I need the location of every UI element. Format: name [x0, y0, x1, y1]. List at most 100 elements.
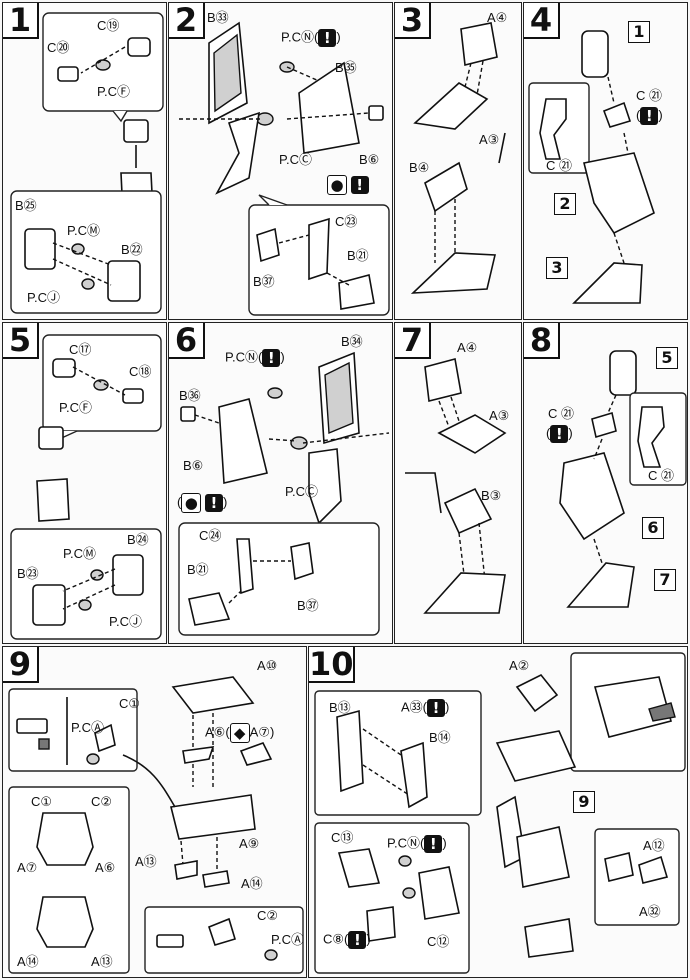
warning-icon: !	[318, 29, 337, 47]
label-b21: B㉑	[187, 562, 209, 577]
label-c1b: C①	[31, 794, 53, 809]
step-number: 4	[524, 3, 560, 39]
label-a13: A⑬	[135, 854, 157, 869]
label-c17: C⑰	[69, 342, 92, 357]
label-c1: C①	[119, 696, 141, 711]
label-pcm: P.CⓂ	[63, 546, 96, 561]
label-a10: A⑩	[257, 658, 278, 673]
step-number: 9	[3, 647, 39, 683]
warning-c21: (!)	[546, 425, 573, 443]
label-c21-inset: C ㉑	[546, 158, 573, 173]
label-a9: A⑨	[239, 836, 260, 851]
label-pcf: P.CⒻ	[97, 84, 130, 99]
label-c2: C②	[91, 794, 113, 809]
label-b14: B⑭	[429, 730, 451, 745]
label-pcj: P.CⒿ	[27, 290, 60, 305]
label-c24: C㉔	[199, 528, 222, 543]
label-b25: B㉕	[15, 198, 37, 213]
step-number: 8	[524, 323, 560, 359]
label-a4: A④	[487, 10, 508, 25]
label-b23: B㉓	[17, 566, 39, 581]
label-b36: B㊱	[179, 388, 201, 403]
label-b33: B㉝	[207, 10, 229, 25]
warning-icon: !	[262, 349, 281, 367]
label-a3: A③	[479, 132, 500, 147]
label-c23: C㉓	[335, 214, 358, 229]
label-b37: B㊲	[297, 598, 319, 613]
label-c12: C⑫	[427, 934, 450, 949]
ref-box-1: 1	[628, 21, 650, 43]
step-3-panel: 3 A④ A③ B④	[394, 2, 522, 320]
label-pcn: P.CⓃ(!)	[387, 835, 447, 853]
label-b3: B③	[481, 488, 502, 503]
step-1-panel: 1 C⑲ C⑳ P.CⒻ B㉕ P.CⓂ B㉒ P.CⒿ	[2, 2, 167, 320]
label-a12: A⑫	[643, 838, 665, 853]
label-a33: A㉝(!)	[401, 699, 450, 717]
warning-c21: (!)	[636, 107, 663, 125]
step-6-panel: 6 B㉞ P.CⓃ(!) B㊱ P.CⒸ B⑥ (● !) C㉔ B㉑ B㊲	[168, 322, 393, 644]
label-b4: B④	[409, 160, 430, 175]
step-7-panel: 7 A④ A③ B③	[394, 322, 522, 644]
label-a3: A③	[489, 408, 510, 423]
label-b13: B⑬	[329, 700, 351, 715]
ref-box-7: 7	[654, 569, 676, 591]
warning-icon: !	[640, 107, 659, 125]
label-c21: C ㉑	[548, 406, 575, 421]
label-b22: B㉒	[121, 242, 143, 257]
label-a6-a7: A⑥(◆A⑦)	[205, 723, 275, 743]
step-5-diagram	[10, 334, 162, 640]
label-c8: C⑧(!)	[323, 931, 371, 949]
label-c20: C⑳	[47, 40, 70, 55]
label-b6: B⑥	[359, 152, 380, 167]
label-c21-inset: C ㉑	[648, 468, 675, 483]
label-pcm: P.CⓂ	[67, 223, 100, 238]
seal-warning: (● !)	[177, 493, 228, 513]
label-c18: C⑱	[129, 364, 152, 379]
warning-icon: !	[424, 835, 443, 853]
label-a2: A②	[509, 658, 530, 673]
step-8-panel: 8 5 6 7 C ㉑ (!) C ㉑	[523, 322, 688, 644]
label-pcab: P.CⒶ	[271, 932, 304, 947]
step-number: 5	[3, 323, 39, 359]
label-pca: P.CⒶ	[71, 720, 104, 735]
label-c13: C⑬	[331, 830, 354, 845]
label-pcc: P.CⒸ	[285, 484, 318, 499]
step-2-diagram	[179, 21, 390, 316]
label-b34: B㉞	[341, 334, 363, 349]
step-9-panel: 9 A⑩ C① P.CⒶ A⑥(◆A⑦)	[2, 646, 307, 978]
step-number: 3	[395, 3, 431, 39]
seal-icon: ●	[327, 175, 347, 195]
label-a14: A⑭	[241, 876, 263, 891]
step-number: 7	[395, 323, 431, 359]
label-b24: B㉔	[127, 532, 149, 547]
warning-icon: !	[348, 931, 367, 949]
label-pcc: P.CⒸ	[279, 152, 312, 167]
step-5-panel: 5 C⑰ C⑱ P.CⒻ B㉔ P.CⓂ B㉓ P.CⒿ	[2, 322, 167, 644]
step-4-panel: 4 1 2 3 C ㉑ (!) C ㉑	[523, 2, 688, 320]
label-pcn: P.CⓃ(!)	[281, 29, 341, 47]
label-a14b: A⑭	[17, 954, 39, 969]
label-pcf: P.CⒻ	[59, 400, 92, 415]
label-c21: C ㉑	[636, 88, 663, 103]
label-a32: A㉜	[639, 904, 661, 919]
step-10-panel: 10 A② B⑬ A㉝(!) B⑭ 9	[308, 646, 688, 978]
warning-icon: !	[350, 176, 369, 194]
ref-box-5: 5	[656, 347, 678, 369]
label-a6: A⑥	[95, 860, 116, 875]
label-b21: B㉑	[347, 248, 369, 263]
step-10-diagram	[314, 652, 686, 974]
label-a4: A④	[457, 340, 478, 355]
step-6-diagram	[178, 351, 390, 636]
warning-icon: !	[427, 699, 446, 717]
label-a13b: A⑬	[91, 954, 113, 969]
label-b6: B⑥	[183, 458, 204, 473]
step-7-diagram	[405, 358, 507, 614]
label-pcj: P.CⒿ	[109, 614, 142, 629]
ref-box-2: 2	[554, 193, 576, 215]
step-4-diagram	[528, 30, 655, 304]
ref-box-3: 3	[546, 257, 568, 279]
label-c19: C⑲	[97, 18, 120, 33]
label-b37: B㊲	[253, 274, 275, 289]
step-1-diagram	[10, 12, 164, 314]
